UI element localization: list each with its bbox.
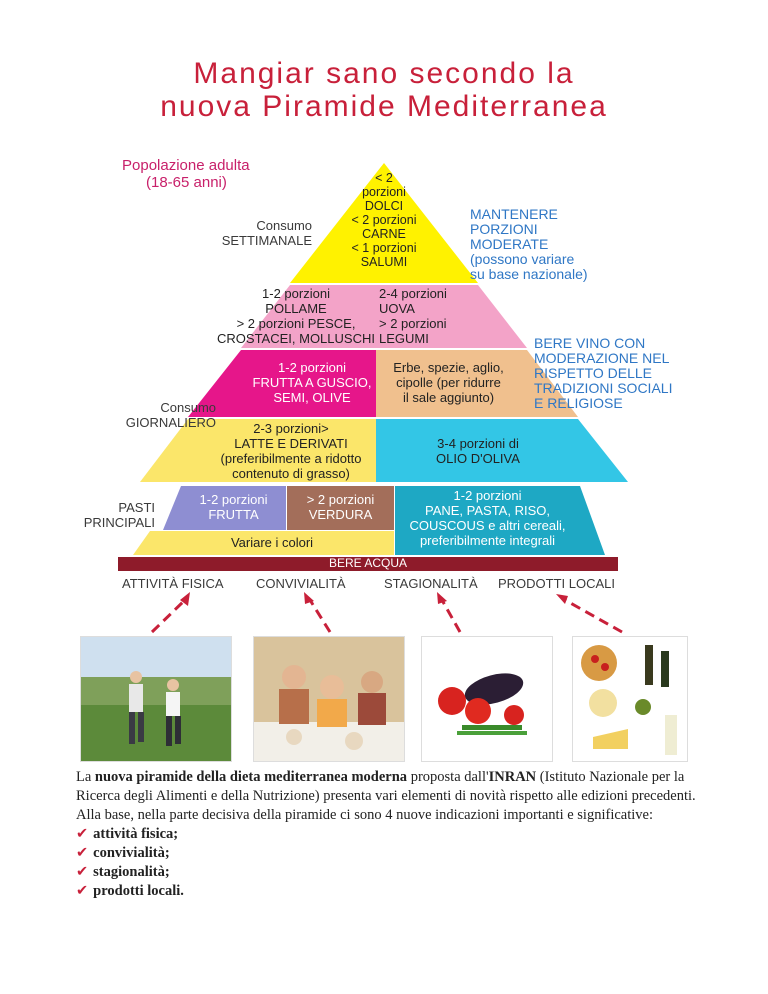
arrow-local xyxy=(564,598,623,634)
population-label: Popolazione adulta xyxy=(122,157,250,174)
pyramid-tier-colors xyxy=(133,531,394,555)
bullet-item: ✔stagionalità; xyxy=(76,864,170,880)
photo-seasonality xyxy=(421,636,553,762)
pyramid-tier-fruit xyxy=(163,486,286,530)
pyramid-tier-grains xyxy=(395,486,605,555)
check-icon: ✔ xyxy=(76,883,89,899)
arrow-seasonality xyxy=(440,599,462,633)
bullet-item: ✔prodotti locali. xyxy=(76,883,184,899)
pyramid-tier-sweets xyxy=(290,163,478,283)
pyramid-tier-dairy xyxy=(140,419,376,482)
pyramid-tier-herbs xyxy=(376,350,578,417)
base-local-label: PRODOTTI LOCALI xyxy=(498,576,616,591)
arrow-activity xyxy=(150,598,187,634)
photo-local-products xyxy=(572,636,688,762)
pyramid-tier-veg xyxy=(287,486,394,530)
population-age: (18-65 anni) xyxy=(146,174,227,191)
paragraph-intro: La nuova piramide della dieta mediterran… xyxy=(76,769,696,804)
paragraph-base: Alla base, nella parte decisiva della pi… xyxy=(76,807,653,823)
base-seasonality-label: STAGIONALITÀ xyxy=(384,576,478,591)
check-icon: ✔ xyxy=(76,845,89,861)
base-conviviality-label: CONVIVIALITÀ xyxy=(256,576,346,591)
pyramid-tier-nuts xyxy=(188,350,376,417)
photo-physical-activity xyxy=(80,636,232,762)
tier-herbs-text: Erbe, spezie, aglio,cipolle (per ridurre… xyxy=(393,360,504,405)
description-text: La nuova piramide della dieta mediterran… xyxy=(76,768,696,901)
bullet-item: ✔attività fisica; xyxy=(76,826,179,842)
photo-conviviality xyxy=(253,636,405,762)
page-title-line2: nuova Piramide Mediterranea xyxy=(160,90,608,123)
water-text: BERE ACQUA xyxy=(328,556,408,570)
arrow-conviviality xyxy=(308,599,332,633)
page-title-line1: Mangiar sano secondo la xyxy=(193,57,575,90)
tier-dairy-text: 2-3 porzioni>LATTE E DERIVATI(preferibil… xyxy=(220,421,362,481)
check-icon: ✔ xyxy=(76,864,89,880)
tier-colors-text: Variare i colori xyxy=(230,535,314,550)
pyramid-water-band xyxy=(118,557,618,571)
base-activity-label: ATTIVITÀ FISICA xyxy=(122,576,224,591)
check-icon: ✔ xyxy=(76,826,89,842)
pyramid-tier-oil xyxy=(376,419,628,482)
bullet-item: ✔convivialità; xyxy=(76,845,170,861)
pyramid-tier-proteins xyxy=(241,285,527,348)
